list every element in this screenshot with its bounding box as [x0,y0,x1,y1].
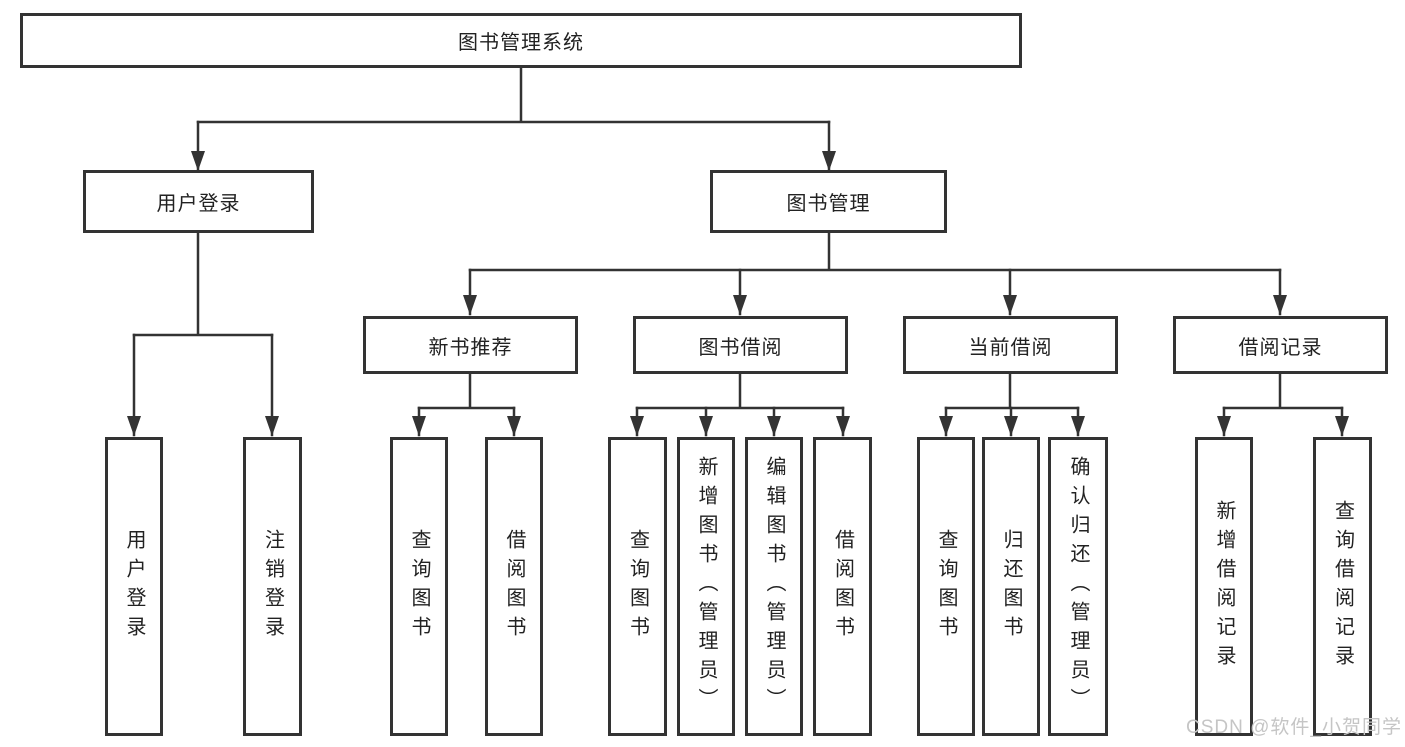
leaf-logout: 注销登录 [243,437,302,736]
leaf-logout-label: 注销登录 [261,528,284,645]
leaf-edit-book-admin-label: 编辑图书（管理员） [763,456,785,717]
leaf-user-login-label: 用户登录 [123,528,145,645]
branch-borrow-records [1222,372,1344,410]
node-new-book-recommend: 新书推荐 [363,316,578,374]
branch-user-login [132,231,274,337]
node-user-login-label: 用户登录 [156,193,241,215]
leaf-return-book: 归还图书 [982,437,1040,736]
node-book-borrow: 图书借阅 [633,316,848,374]
leaf-user-login: 用户登录 [105,437,163,736]
watermark: CSDN @软件_小贺同学 [1186,717,1402,738]
node-book-borrow-label: 图书借阅 [698,336,783,359]
branch-root [196,66,831,124]
leaf-query-books-1: 查询图书 [390,437,448,736]
leaf-query-books-2-label: 查询图书 [626,528,649,645]
node-new-book-recommend-label: 新书推荐 [428,336,513,359]
node-book-management-label: 图书管理 [786,193,871,215]
leaf-borrow-books-2: 借阅图书 [813,437,872,736]
leaf-confirm-return-admin: 确认归还（管理员） [1048,437,1108,736]
leaf-query-books-1-label: 查询图书 [408,528,430,645]
leaf-add-borrow-record: 新增借阅记录 [1195,437,1253,736]
branch-book-borrow [635,372,845,410]
leaf-add-book-admin-label: 新增图书（管理员） [695,456,717,717]
node-current-borrow-label: 当前借阅 [968,336,1053,359]
leaf-query-borrow-record: 查询借阅记录 [1313,437,1372,736]
leaf-confirm-return-admin-label: 确认归还（管理员） [1067,456,1089,717]
leaf-query-borrow-record-label: 查询借阅记录 [1331,499,1354,674]
node-user-login: 用户登录 [83,170,314,233]
node-borrow-records: 借阅记录 [1173,316,1388,374]
leaf-borrow-books-1: 借阅图书 [485,437,543,736]
leaf-query-books-3-label: 查询图书 [935,528,957,645]
leaf-return-book-label: 归还图书 [1000,528,1022,645]
leaf-query-books-2: 查询图书 [608,437,667,736]
node-current-borrow: 当前借阅 [903,316,1118,374]
node-library-system: 图书管理系统 [20,13,1022,68]
leaf-edit-book-admin: 编辑图书（管理员） [745,437,803,736]
node-library-system-label: 图书管理系统 [458,32,584,54]
branch-book-management [468,231,1282,272]
branch-current-borrow [944,372,1080,410]
leaf-borrow-books-2-label: 借阅图书 [831,528,854,645]
node-borrow-records-label: 借阅记录 [1238,336,1323,359]
node-book-management: 图书管理 [710,170,947,233]
leaf-add-borrow-record-label: 新增借阅记录 [1213,499,1235,674]
leaf-query-books-3: 查询图书 [917,437,975,736]
leaf-borrow-books-1-label: 借阅图书 [503,528,525,645]
branch-new-book [417,372,516,410]
leaf-add-book-admin: 新增图书（管理员） [677,437,735,736]
